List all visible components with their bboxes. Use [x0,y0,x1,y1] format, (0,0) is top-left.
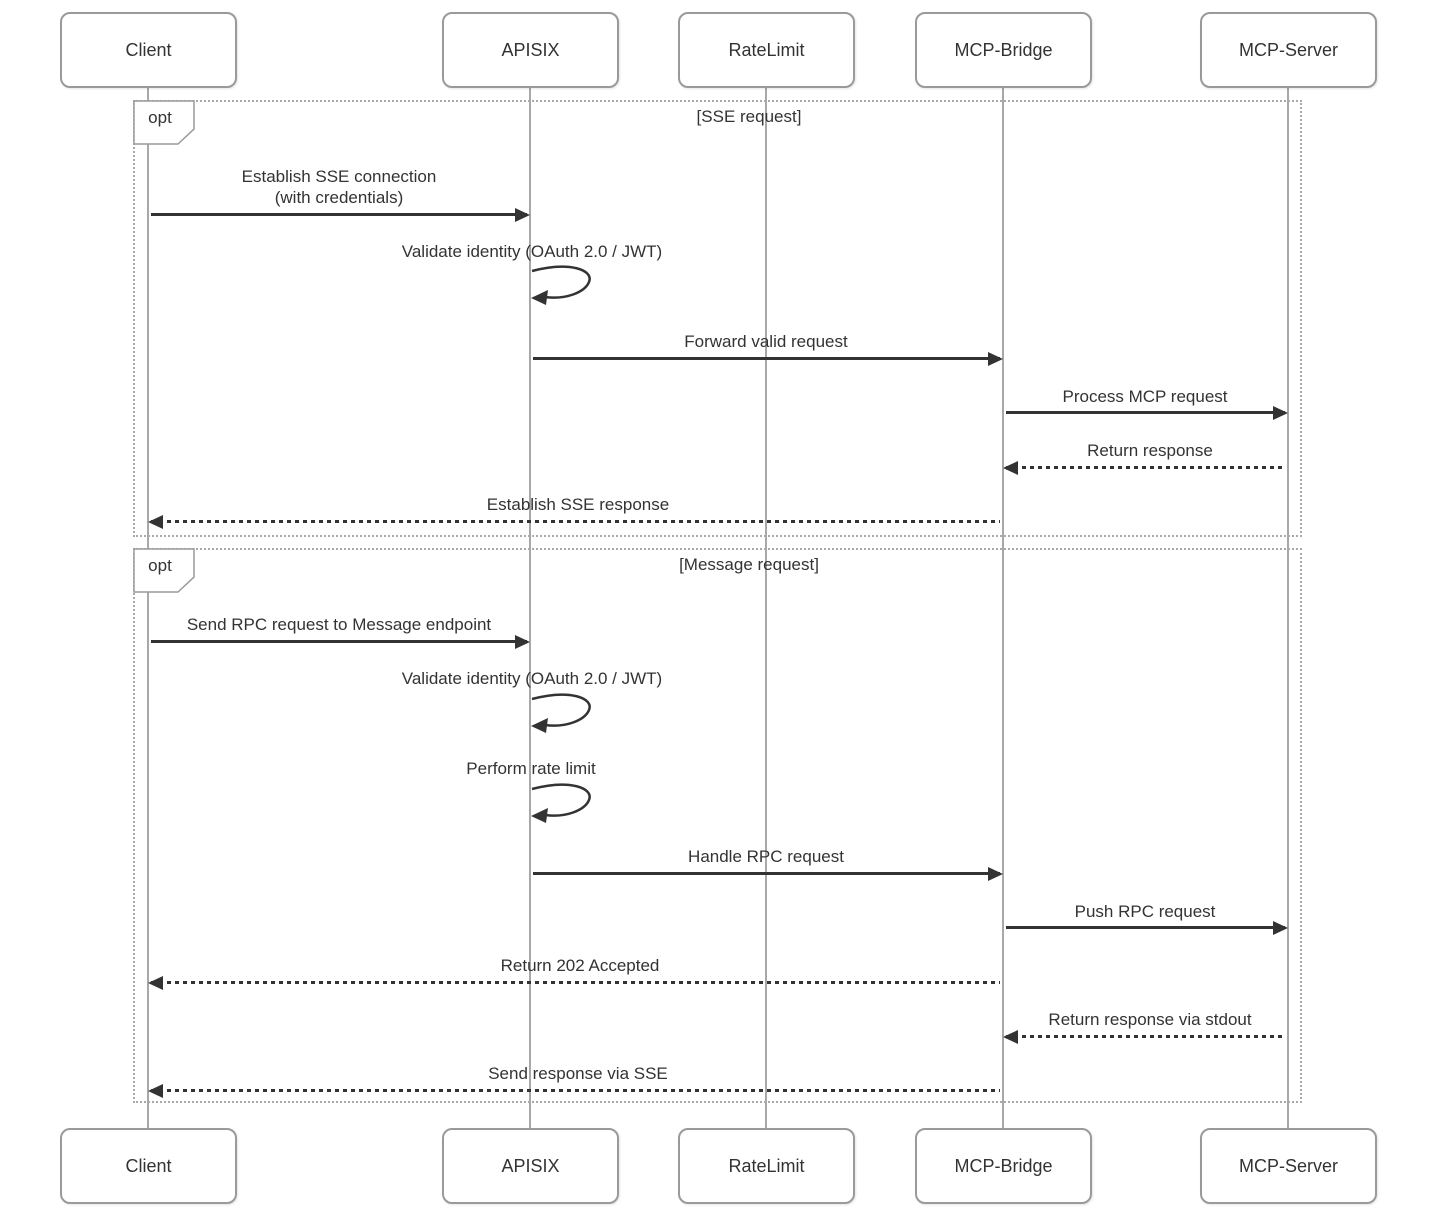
actor-label: MCP-Bridge [954,39,1053,60]
lifeline-ratelimit [765,88,767,1128]
message-label: Push RPC request [1074,902,1216,921]
opt-operator-tab: opt [133,548,195,593]
actor-box-client-bottom: Client [60,1128,237,1204]
actor-label: Client [125,39,172,60]
lifeline-apisix [529,88,531,1128]
actor-label: Client [125,1155,172,1176]
lifeline-mcp-bridge [1002,88,1004,1128]
actor-label: RateLimit [728,1155,805,1176]
actor-label: MCP-Server [1238,1155,1338,1176]
message-arrow [1003,461,1287,475]
message-label: Forward valid request [684,332,848,351]
opt-tab-shape-icon [133,548,195,593]
message-label: Return 202 Accepted [500,956,660,975]
opt-operator-label: opt [148,556,172,575]
arrowhead-icon [1003,1030,1018,1044]
message-arrow [1004,406,1288,420]
self-loop-icon [531,693,591,733]
message-arrow [148,1084,1002,1098]
actor-label: MCP-Server [1238,39,1338,60]
actor-box-mcp-server-top: MCP-Server [1200,12,1377,88]
message-arrow [1003,1030,1287,1044]
lifeline-client [147,88,149,1128]
arrowhead-icon [1003,461,1018,475]
actor-label: APISIX [501,1155,560,1176]
arrowhead-icon [515,635,530,649]
message-arrow [531,867,1003,881]
message-label: Validate identity (OAuth 2.0 / JWT) [401,669,663,688]
message-label: Return response via stdout [1048,1010,1252,1029]
opt-fragment-sse-request: opt [SSE request] [133,100,1302,537]
actor-box-mcp-bridge-bottom: MCP-Bridge [915,1128,1092,1204]
actor-box-apisix-top: APISIX [442,12,619,88]
self-loop-icon [531,783,591,823]
message-label: Handle RPC request [688,847,844,866]
arrowhead-icon [1273,406,1288,420]
message-label: Return response [1087,441,1213,460]
actor-box-ratelimit-bottom: RateLimit [678,1128,855,1204]
actor-box-mcp-bridge-top: MCP-Bridge [915,12,1092,88]
lifeline-mcp-server [1287,88,1289,1128]
arrowhead-icon [515,208,530,222]
message-label: Send response via SSE [488,1064,668,1083]
message-arrow [149,635,530,649]
message-arrow [149,208,530,222]
arrowhead-icon [1273,921,1288,935]
arrowhead-icon [148,976,163,990]
actor-box-apisix-bottom: APISIX [442,1128,619,1204]
message-label: Process MCP request [1062,387,1228,406]
actor-box-ratelimit-top: RateLimit [678,12,855,88]
message-label: Establish SSE response [486,495,670,514]
opt-fragment-message-request: opt [Message request] [133,548,1302,1103]
message-label: Validate identity (OAuth 2.0 / JWT) [401,242,663,261]
message-label: Establish SSE connection (with credentia… [241,167,437,207]
message-label: Send RPC request to Message endpoint [186,615,492,634]
fragment-condition-label: [Message request] [679,555,819,574]
message-arrow [148,515,1002,529]
opt-operator-label: opt [148,108,172,127]
fragment-condition-label: [SSE request] [696,107,802,126]
message-arrow [531,352,1003,366]
actor-box-client-top: Client [60,12,237,88]
actor-label: RateLimit [728,39,805,60]
actor-box-mcp-server-bottom: MCP-Server [1200,1128,1377,1204]
arrowhead-icon [988,352,1003,366]
arrowhead-icon [148,1084,163,1098]
self-loop-icon [531,265,591,305]
message-arrow [148,976,1002,990]
message-label: Perform rate limit [466,759,596,778]
arrowhead-icon [148,515,163,529]
actor-label: MCP-Bridge [954,1155,1053,1176]
opt-tab-shape-icon [133,100,195,145]
actor-label: APISIX [501,39,560,60]
opt-operator-tab: opt [133,100,195,145]
message-arrow [1004,921,1288,935]
arrowhead-icon [988,867,1003,881]
